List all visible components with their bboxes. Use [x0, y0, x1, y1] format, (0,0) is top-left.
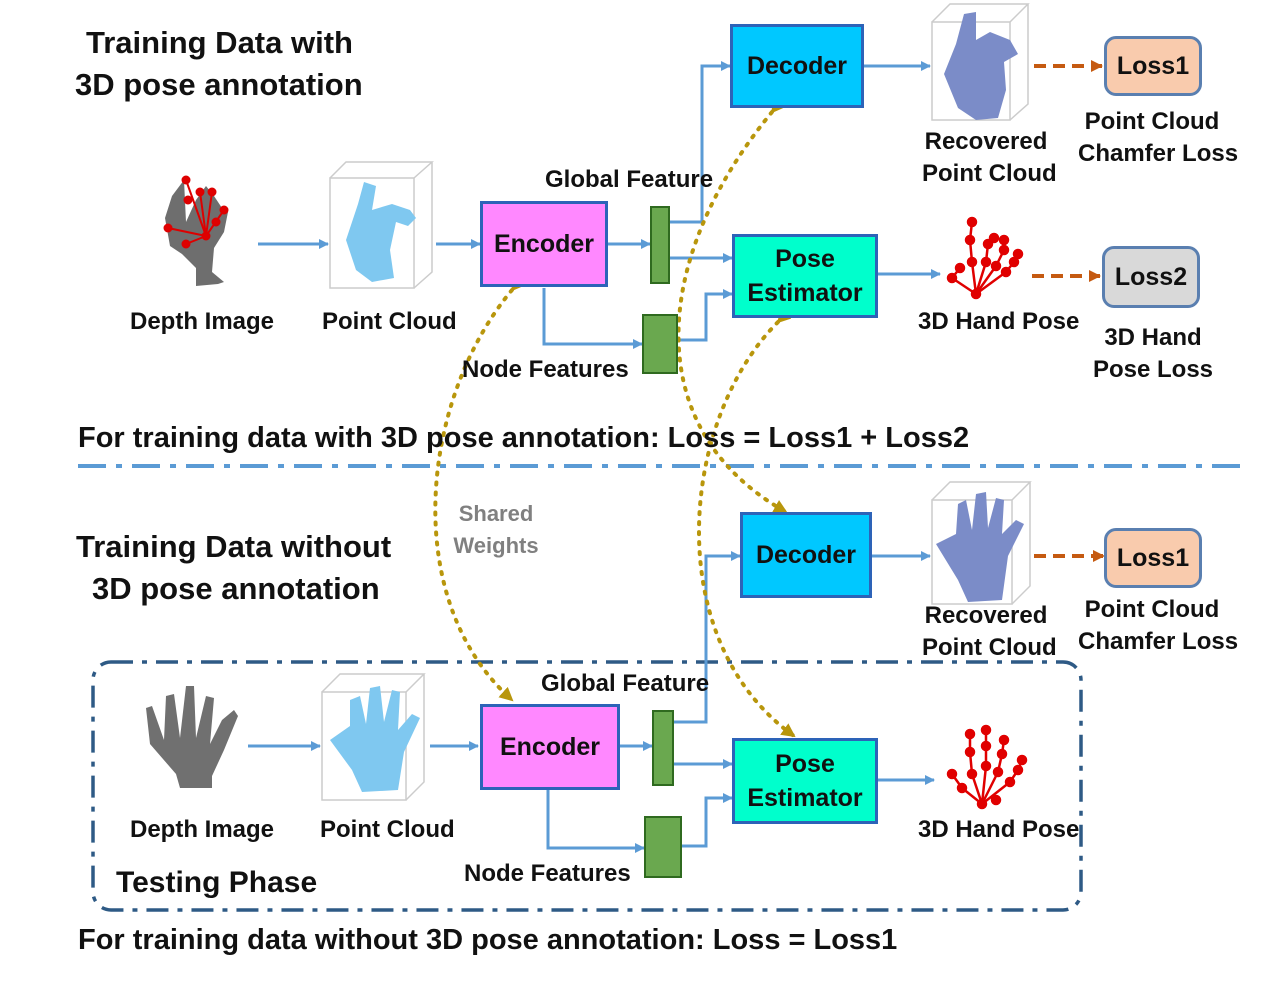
shared-weights-pose-arc — [697, 308, 796, 738]
recovered-label-line1: Recovered — [924, 128, 1048, 155]
node-features-block-2 — [644, 816, 682, 878]
recovered-label-line2-2: Point Cloud — [922, 634, 1057, 661]
recovered-point-cloud-icon — [931, 3, 1030, 121]
shared-weights-encoder-arc — [433, 276, 526, 702]
shared-weights-line1: Shared — [458, 501, 534, 526]
global-feature-vector-2 — [652, 710, 674, 786]
recovered-point-cloud-icon-2 — [931, 481, 1032, 605]
encoder-block-2: Encoder — [480, 704, 620, 790]
recovered-label-line1-2: Recovered — [924, 602, 1048, 629]
pose-estimator-line2: Estimator — [747, 279, 863, 307]
top-heading-line2: 3D pose annotation — [75, 67, 363, 102]
decoder-block: Decoder — [730, 24, 864, 108]
decoder-label-2: Decoder — [755, 541, 857, 569]
loss1-desc-line1: Point Cloud — [1084, 108, 1220, 135]
shared-weights-decoder-arc — [676, 98, 788, 514]
pose-estimator-line1: Pose — [775, 245, 835, 273]
global-feature-label: Global Feature — [545, 166, 714, 193]
pose-estimator-block: Pose Estimator — [732, 234, 878, 318]
loss2-desc-line1: 3D Hand — [1104, 324, 1202, 351]
node-features-label-2: Node Features — [464, 860, 631, 887]
encoder-label: Encoder — [493, 230, 595, 258]
loss1-desc-line2-2: Chamfer Loss — [1078, 628, 1239, 655]
depth-image-label-2: Depth Image — [130, 816, 275, 843]
loss1-desc-line2: Chamfer Loss — [1078, 140, 1239, 167]
loss1-box-2: Loss1 — [1104, 528, 1202, 588]
loss1-label: Loss1 — [1116, 51, 1190, 80]
hand-pose-skeleton-icon-2 — [946, 724, 1028, 810]
hand-pose-skeleton-icon — [946, 216, 1024, 300]
depth-image-hand-icon — [163, 175, 229, 286]
pose-estimator-line2-2: Estimator — [747, 784, 863, 812]
bottom-heading-line2: 3D pose annotation — [92, 571, 380, 606]
recovered-label-line2: Point Cloud — [922, 160, 1057, 187]
encoder-label-2: Encoder — [499, 733, 601, 761]
decoder-label: Decoder — [746, 52, 848, 80]
loss1-label-2: Loss1 — [1116, 543, 1190, 572]
depth-image-open-hand-icon — [146, 686, 238, 788]
loss2-desc-line2: Pose Loss — [1092, 356, 1214, 383]
top-loss-summary: For training data with 3D pose annotatio… — [78, 422, 970, 454]
node-features-label: Node Features — [462, 356, 629, 383]
bottom-heading-line1: Training Data without — [76, 529, 392, 564]
point-cloud-label-2: Point Cloud — [320, 816, 455, 843]
testing-phase-label: Testing Phase — [116, 866, 318, 899]
global-feature-label-2: Global Feature — [541, 670, 710, 697]
testing-phase-frame — [91, 660, 1083, 912]
node-features-block — [642, 314, 678, 374]
point-cloud-cube-icon-2 — [321, 673, 426, 801]
encoder-block: Encoder — [480, 201, 608, 287]
depth-image-label: Depth Image — [130, 308, 275, 335]
shared-weights-line2: Weights — [453, 533, 539, 558]
hand-pose-label-2: 3D Hand Pose — [918, 816, 1080, 843]
top-heading-line1: Training Data with — [86, 25, 353, 60]
loss2-box: Loss2 — [1102, 246, 1200, 308]
pose-estimator-line1-2: Pose — [775, 750, 835, 778]
global-feature-vector — [650, 206, 670, 284]
pose-estimator-block-2: Pose Estimator — [732, 738, 878, 824]
loss2-label: Loss2 — [1114, 262, 1188, 291]
point-cloud-cube-icon — [329, 161, 434, 289]
bottom-loss-summary: For training data without 3D pose annota… — [78, 924, 898, 956]
decoder-block-2: Decoder — [740, 512, 872, 598]
loss1-desc-line1-2: Point Cloud — [1084, 596, 1220, 623]
loss1-box: Loss1 — [1104, 36, 1202, 96]
point-cloud-label: Point Cloud — [322, 308, 457, 335]
hand-pose-label: 3D Hand Pose — [918, 308, 1080, 335]
